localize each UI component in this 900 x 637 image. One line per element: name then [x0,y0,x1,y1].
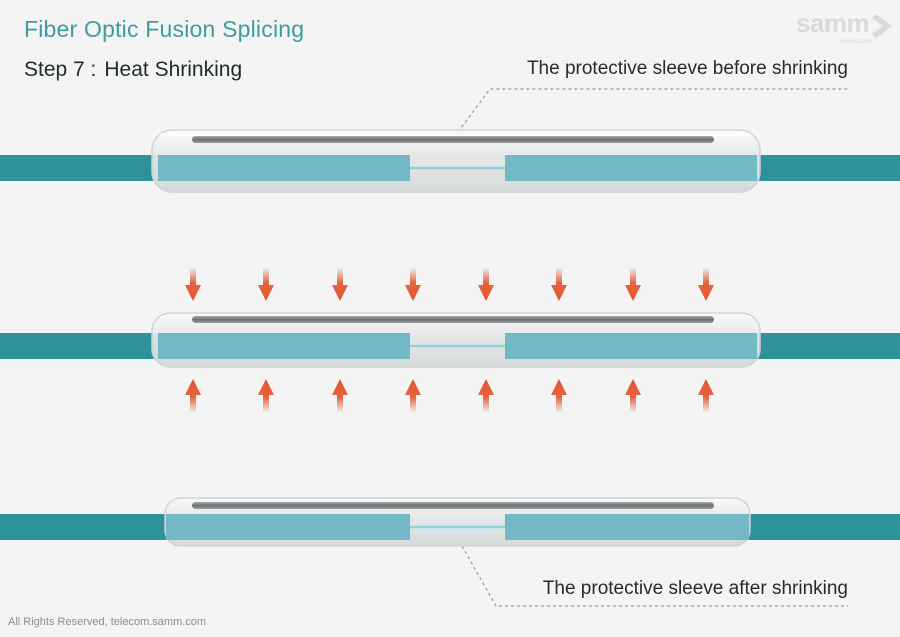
arrow-down-icon [625,268,641,301]
steel-strength-rod [192,316,714,323]
logo-text: samm [796,8,870,38]
splice-during-heating [0,312,900,368]
heat-arrows-bottom [185,379,714,412]
arrow-up-icon [258,379,274,412]
splice-after-shrinking [0,497,900,547]
arrow-down-icon [185,268,201,301]
footer-copyright: All Rights Reserved, telecom.samm.com [8,616,206,628]
label-sleeve-before: The protective sleeve before shrinking [526,58,848,79]
fiber-cable-left [0,514,170,540]
fiber-cable-right [745,155,900,181]
steel-strength-rod [192,502,714,509]
step-heading: Step 7 : Heat Shrinking [24,58,242,82]
coated-fiber-left [158,333,410,359]
fiber-cable-left [0,155,170,181]
coated-fiber-left [166,514,410,540]
fiber-cable-right [745,333,900,359]
heat-arrows-top [185,268,714,301]
arrow-down-icon [258,268,274,301]
leader-line-before [457,88,848,133]
fiber-cable-right [745,514,900,540]
arrow-down-icon [332,268,348,301]
arrow-down-icon [698,268,714,301]
coated-fiber-left [158,155,410,181]
coated-fiber-right [505,155,757,181]
arrow-down-icon [478,268,494,301]
arrow-up-icon [478,379,494,412]
splice-before-shrinking [0,129,900,193]
footer-site: telecom.samm.com [110,616,207,628]
footer-rights: All Rights Reserved, [8,616,108,628]
arrow-up-icon [551,379,567,412]
sleeve-highlight [160,133,750,136]
step-number: Step 7 : [24,58,97,81]
arrow-up-icon [405,379,421,412]
coated-fiber-right [505,514,749,540]
arrow-up-icon [698,379,714,412]
page-title: Fiber Optic Fusion Splicing [24,16,305,42]
logo-subtext: telecom [840,36,872,45]
samm-logo: samm telecom [796,8,896,48]
fiber-cable-left [0,333,170,359]
arrow-down-icon [551,268,567,301]
label-sleeve-after: The protective sleeve after shrinking [542,578,848,599]
arrow-up-icon [185,379,201,412]
arrow-down-icon [405,268,421,301]
steel-strength-rod [192,136,714,143]
step-name: Heat Shrinking [104,58,243,81]
leader-line-after [461,545,848,607]
arrow-up-icon [332,379,348,412]
logo-chevron-icon [872,14,892,38]
coated-fiber-right [505,333,757,359]
arrow-up-icon [625,379,641,412]
